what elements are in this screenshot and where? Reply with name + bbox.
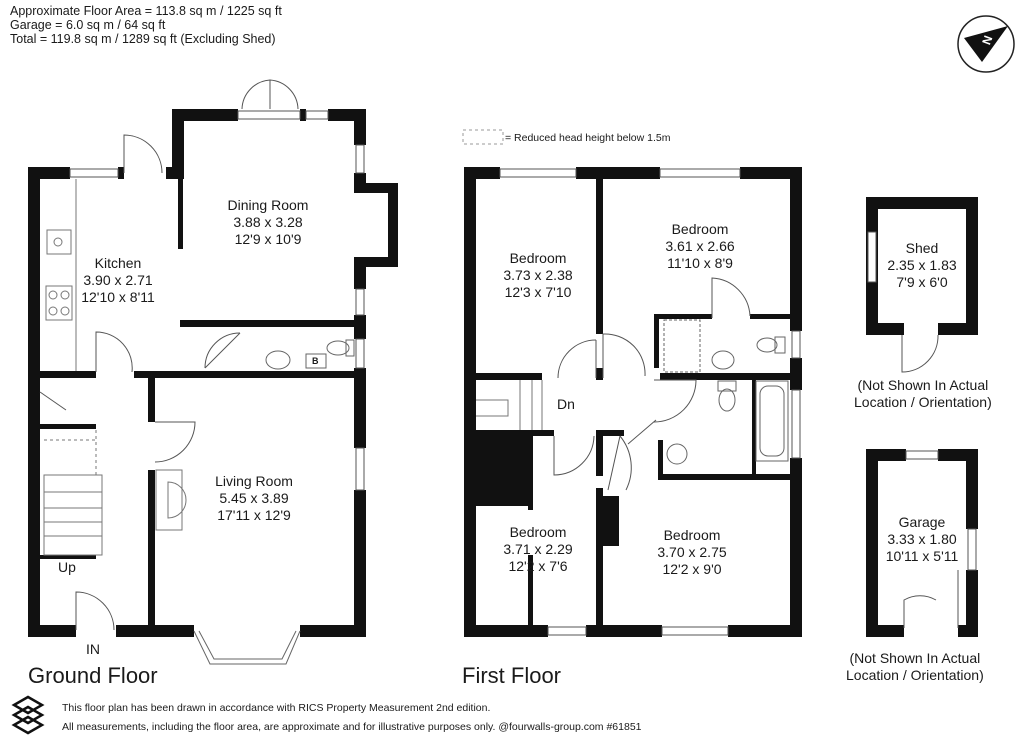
room-name: Garage	[898, 514, 946, 530]
reduced-head-height-key	[462, 129, 504, 145]
room-imperial: 12'10 x 8'11	[81, 289, 155, 305]
room-metric: 5.45 x 3.89	[219, 490, 289, 506]
room-dining: Dining Room 3.88 x 3.28 12'9 x 10'9	[228, 197, 309, 248]
walls	[28, 109, 978, 637]
room-imperial: 12'2 x 9'0	[662, 561, 722, 577]
room-name: Bedroom	[671, 221, 729, 237]
bay-window	[193, 630, 301, 665]
kitchen-fittings	[45, 179, 187, 531]
room-name: Kitchen	[94, 255, 142, 271]
room-imperial: 12'3 x 7'10	[504, 284, 572, 300]
room-metric: 3.88 x 3.28	[233, 214, 303, 230]
stairs-down-label: Dn	[557, 396, 575, 412]
room-metric: 3.90 x 2.71	[83, 272, 153, 288]
room-imperial: 12'9 x 10'9	[234, 231, 302, 247]
room-imperial: 11'10 x 8'9	[667, 255, 733, 271]
room-metric: 2.35 x 1.83	[887, 257, 957, 273]
room-metric: 3.33 x 1.80	[887, 531, 957, 547]
garage-location-note: (Not Shown In Actual Location / Orientat…	[846, 650, 984, 683]
fourwalls-logo-icon	[11, 695, 45, 735]
entrance-label: IN	[86, 641, 100, 657]
boiler-label: B	[312, 356, 319, 366]
legend-text: = Reduced head height below 1.5m	[505, 132, 671, 144]
room-bedroom-1: Bedroom 3.73 x 2.38 12'3 x 7'10	[503, 250, 572, 301]
room-name: Bedroom	[663, 527, 721, 543]
room-name: Shed	[905, 240, 939, 256]
room-kitchen: Kitchen 3.90 x 2.71 12'10 x 8'11	[81, 255, 155, 306]
garage-area-line: Garage = 6.0 sq m / 64 sq ft	[10, 18, 166, 32]
room-bedroom-2: Bedroom 3.61 x 2.66 11'10 x 8'9	[665, 221, 734, 272]
compass-icon: N	[957, 15, 1015, 73]
room-name: Living Room	[215, 473, 293, 489]
room-imperial: 7'9 x 6'0	[896, 274, 948, 290]
room-imperial: 17'11 x 12'9	[217, 507, 291, 523]
windows	[69, 110, 977, 636]
room-shed: Shed 2.35 x 1.83 7'9 x 6'0	[887, 240, 956, 291]
room-imperial: 10'11 x 5'11	[885, 548, 959, 564]
room-metric: 3.71 x 2.29	[503, 541, 573, 557]
room-metric: 3.70 x 2.75	[657, 544, 727, 560]
floor-area-line: Approximate Floor Area = 113.8 sq m / 12…	[10, 4, 282, 18]
first-floor-title: First Floor	[462, 663, 561, 688]
ground-floor-title: Ground Floor	[28, 663, 158, 688]
stairs	[43, 380, 543, 556]
room-bedroom-3: Bedroom 3.71 x 2.29 12'2 x 7'6	[503, 524, 572, 575]
stairs-up-label: Up	[58, 559, 76, 575]
room-name: Dining Room	[227, 197, 309, 213]
room-bedroom-4: Bedroom 3.70 x 2.75 12'2 x 9'0	[657, 527, 726, 578]
footer-disclaimer: All measurements, including the floor ar…	[62, 721, 642, 733]
room-metric: 3.73 x 2.38	[503, 267, 573, 283]
total-area-line: Total = 119.8 sq m / 1289 sq ft (Excludi…	[10, 32, 276, 46]
room-garage: Garage 3.33 x 1.80 10'11 x 5'11	[886, 514, 959, 565]
shed-location-note: (Not Shown In Actual Location / Orientat…	[854, 377, 992, 410]
room-imperial: 12'2 x 7'6	[508, 558, 568, 574]
footer-rics-note: This floor plan has been drawn in accord…	[62, 702, 491, 714]
room-name: Bedroom	[509, 250, 567, 266]
door-swings	[39, 79, 959, 631]
room-metric: 3.61 x 2.66	[665, 238, 735, 254]
bathroom-fittings	[265, 319, 789, 465]
room-living: Living Room 5.45 x 3.89 17'11 x 12'9	[215, 473, 293, 524]
room-name: Bedroom	[509, 524, 567, 540]
